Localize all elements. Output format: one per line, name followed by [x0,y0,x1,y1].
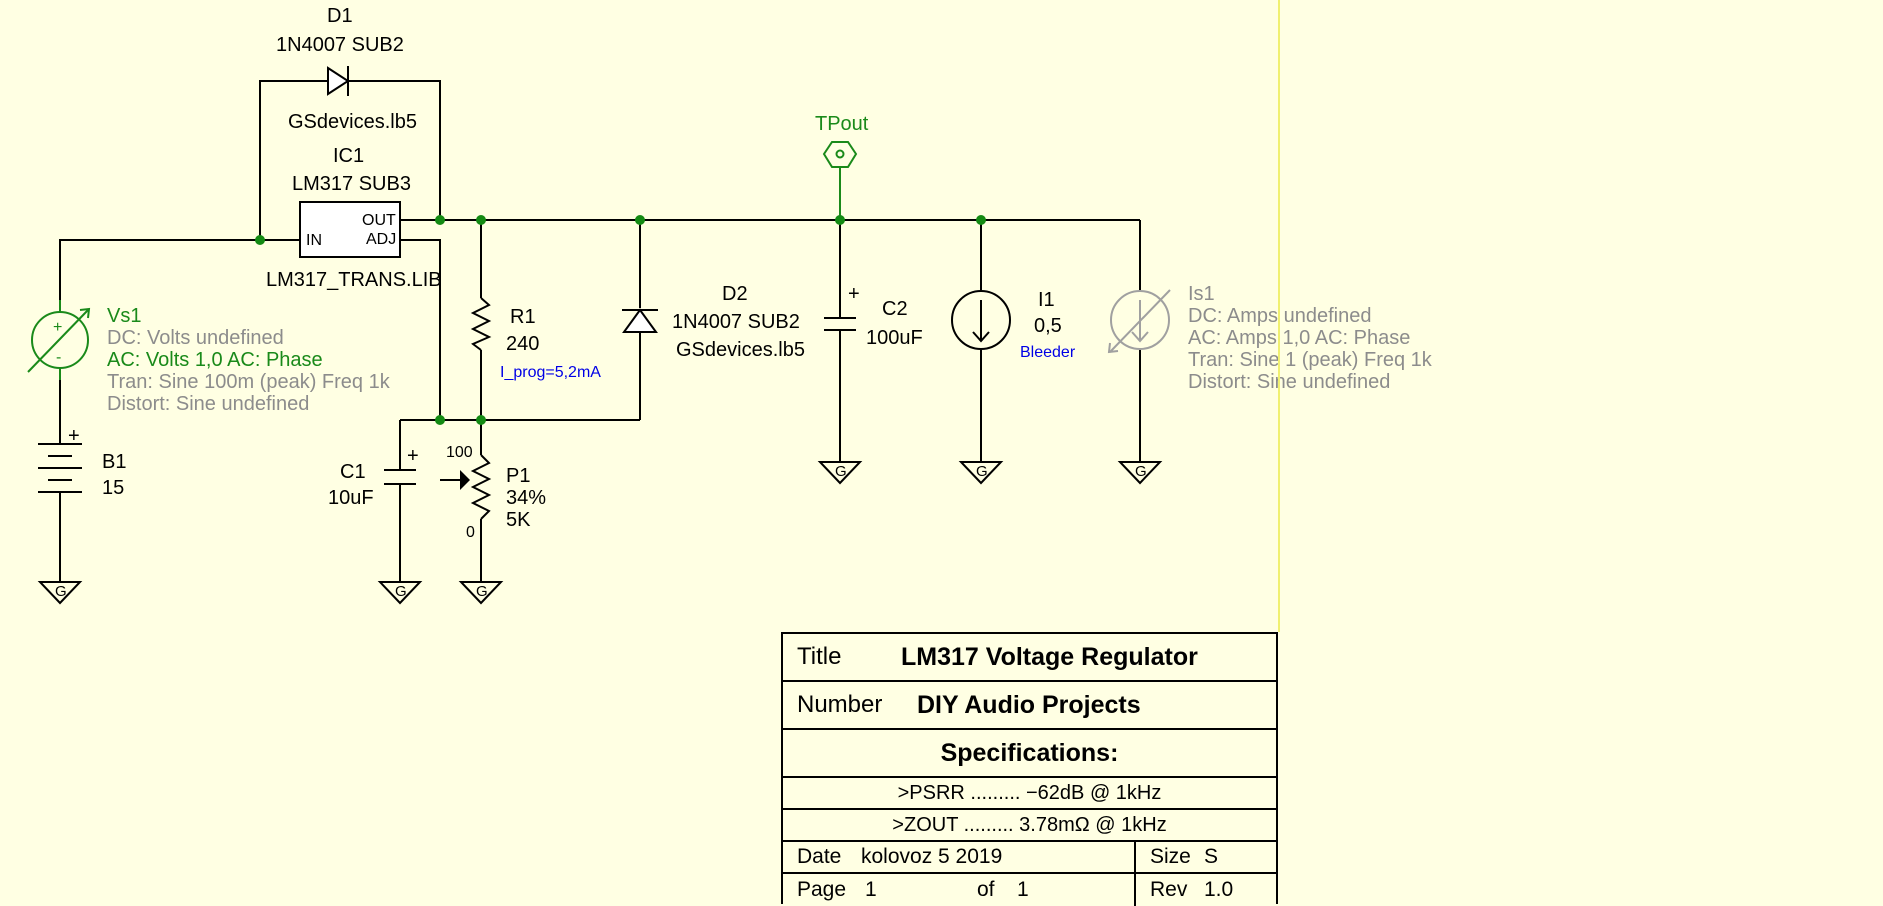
d2-model: 1N4007 SUB2 [672,311,800,333]
voltage-source-vs1[interactable]: + - Vs1 DC: Volts undefined AC: Volts 1,… [27,300,391,415]
ground-is1: G [1117,461,1163,485]
diode-d2[interactable]: D2 1N4007 SUB2 GSdevices.lb5 [622,283,805,361]
c1-value: 10uF [328,487,374,509]
capacitor-c2[interactable]: + C2 100uF [824,283,923,349]
ground-b1: G [37,581,83,605]
title-block: Title LM317 Voltage Regulator Number DIY… [781,632,1278,906]
spec-zout-row: >ZOUT ......... 3.78mΩ @ 1kHz [783,810,1276,842]
ground-label: G [835,463,847,480]
b1-value: 15 [102,477,124,499]
ic1-pin-in: IN [306,232,322,249]
of-key: of [977,878,995,901]
b1-ref: B1 [102,451,126,473]
is1-distort: Distort: Sine undefined [1188,371,1390,393]
vs1-distort: Distort: Sine undefined [107,393,309,415]
c2-plus: + [848,283,860,305]
current-source-is1[interactable]: Is1 DC: Amps undefined AC: Amps 1,0 AC: … [1107,283,1433,393]
vs1-tran: Tran: Sine 100m (peak) Freq 1k [107,371,391,393]
spec-heading: Specifications: [940,738,1119,767]
ground-label: G [395,583,407,600]
page-key: Page [797,878,847,901]
ground-c2: G [817,461,863,485]
ground-label: G [976,463,988,480]
size-value: S [1204,845,1219,868]
current-source-i1[interactable]: I1 0,5 Bleeder [951,289,1076,361]
c1-plus: + [407,445,419,467]
number-key: Number [797,691,883,718]
p1-percent: 34% [506,487,546,509]
ic1-pin-out: OUT [362,212,396,229]
r1-value: 240 [506,333,539,355]
vs1-minus: - [56,349,61,366]
d1-ref: D1 [327,5,353,27]
c1-ref: C1 [340,461,366,483]
page-value: 1 [865,878,877,901]
of-value: 1 [1017,878,1029,901]
ic1-model: LM317 SUB3 [292,173,411,195]
spec-zout: >ZOUT ......... 3.78mΩ @ 1kHz [892,813,1167,836]
diode-d1[interactable]: D1 1N4007 SUB2 GSdevices.lb5 [276,5,417,133]
date-key: Date [797,845,842,868]
size-key: Size [1150,845,1191,868]
spec-psrr: >PSRR ......... −62dB @ 1kHz [897,781,1162,804]
battery-b1[interactable]: + B1 15 [38,425,126,499]
number-value: DIY Audio Projects [917,690,1141,719]
tpout-ref: TPout [815,113,869,135]
i1-ref: I1 [1038,289,1055,311]
p1-bottom: 0 [466,524,475,541]
d1-lib: GSdevices.lb5 [288,111,417,133]
r1-note: I_prog=5,2mA [500,364,601,381]
page-row: Page 1 of 1 Rev 1.0 [783,874,1276,906]
rev-key: Rev [1150,878,1188,901]
b1-plus: + [68,425,80,447]
regulator-ic1[interactable]: IN OUT ADJ IC1 LM317 SUB3 LM317_TRANS.LI… [266,145,442,291]
date-value: kolovoz 5 2019 [861,845,1003,868]
p1-top: 100 [446,444,473,461]
ground-label: G [1135,463,1147,480]
ground-i1: G [958,461,1004,485]
d1-model: 1N4007 SUB2 [276,34,404,56]
test-point-tpout[interactable]: TPout [815,113,869,168]
ic1-lib: LM317_TRANS.LIB [266,269,442,291]
spec-psrr-row: >PSRR ......... −62dB @ 1kHz [783,778,1276,810]
d2-lib: GSdevices.lb5 [676,339,805,361]
date-row: Date kolovoz 5 2019 Size S [783,842,1276,874]
vs1-ref: Vs1 [107,305,141,327]
capacitor-c1[interactable]: + C1 10uF [328,445,419,509]
title-row: Title LM317 Voltage Regulator [783,634,1276,682]
page-boundary-line [1278,0,1280,632]
vs1-dc: DC: Volts undefined [107,327,284,349]
c2-ref: C2 [882,298,908,320]
i1-note: Bleeder [1020,344,1076,361]
title-value: LM317 Voltage Regulator [901,642,1198,671]
r1-ref: R1 [510,306,536,328]
i1-value: 0,5 [1034,315,1062,337]
wires [59,80,1141,582]
spec-heading-row: Specifications: [783,730,1276,778]
potentiometer-p1[interactable]: 100 0 P1 34% 5K [440,444,546,541]
rev-value: 1.0 [1204,878,1234,901]
ground-p1: G [458,581,504,605]
p1-ref: P1 [506,465,530,487]
ic1-pin-adj: ADJ [366,231,396,248]
p1-value: 5K [506,509,531,531]
is1-ac: AC: Amps 1,0 AC: Phase [1188,327,1410,349]
is1-tran: Tran: Sine 1 (peak) Freq 1k [1188,349,1433,371]
d2-ref: D2 [722,283,748,305]
c2-value: 100uF [866,327,923,349]
title-key: Title [797,643,842,670]
vs1-ac: AC: Volts 1,0 AC: Phase [107,349,323,371]
ground-label: G [55,583,67,600]
ground-c1: G [377,581,423,605]
junction-dots [255,215,986,425]
vs1-plus: + [53,319,62,336]
ic1-ref: IC1 [333,145,364,167]
is1-ref: Is1 [1188,283,1215,305]
number-row: Number DIY Audio Projects [783,682,1276,730]
resistor-r1[interactable]: R1 240 I_prog=5,2mA [470,297,601,381]
ground-label: G [476,583,488,600]
